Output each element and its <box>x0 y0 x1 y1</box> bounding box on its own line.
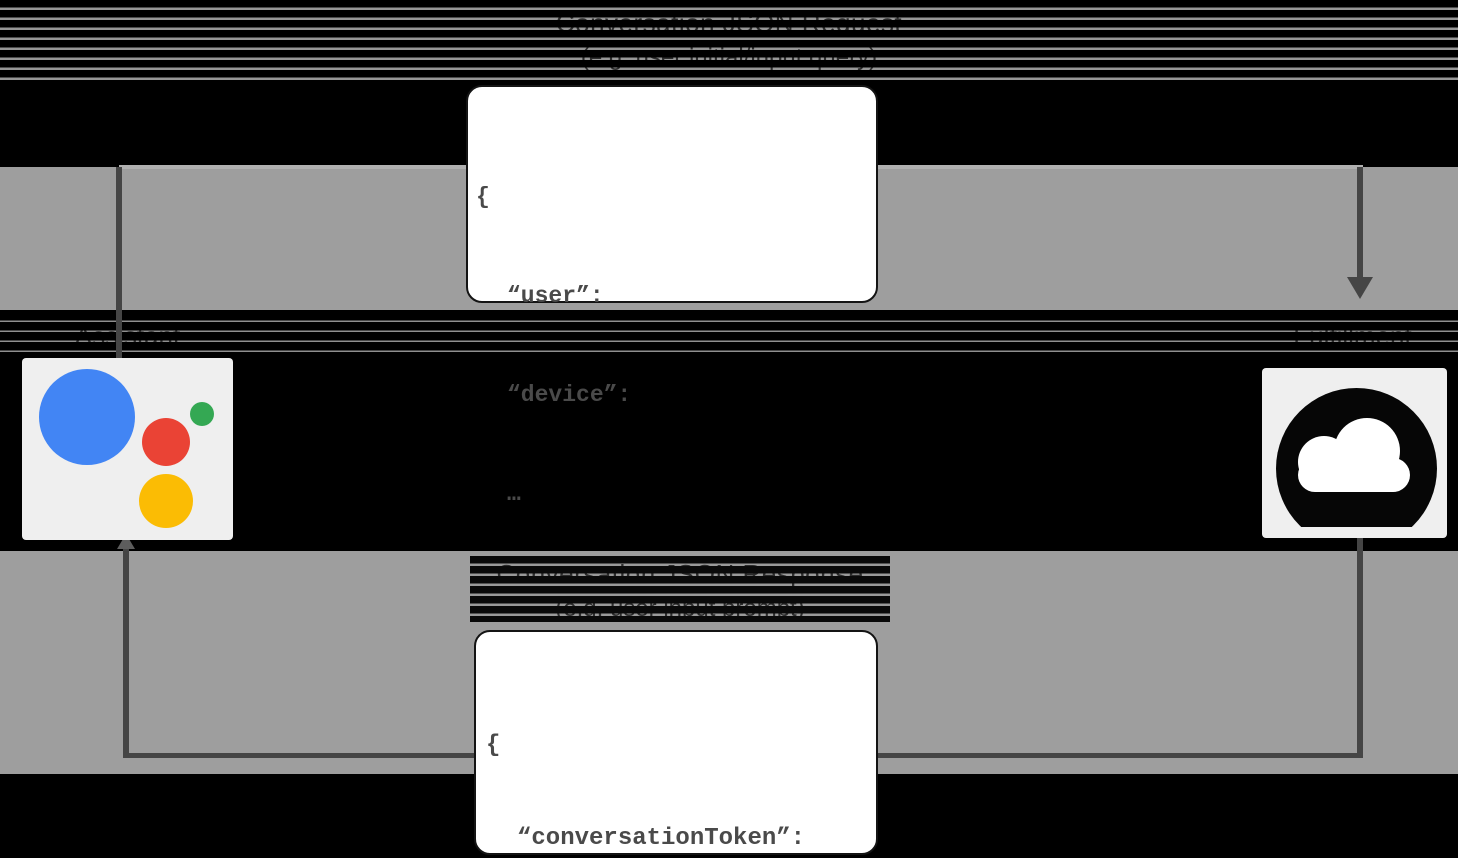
response-title: Conversation JSON Response (e.g. user in… <box>470 556 890 622</box>
request-title-band: Conversation JSON Request (e.g. user ini… <box>0 0 1458 80</box>
assistant-logo-tile <box>22 358 233 540</box>
json-line: … <box>507 481 521 507</box>
request-title: Conversation JSON Request (e.g. user ini… <box>0 8 1458 72</box>
request-json-box: { “user”: “device”: … } <box>466 85 878 606</box>
json-line: “device”: <box>507 382 632 408</box>
assistant-logo-red-circle-icon <box>142 418 190 466</box>
assistant-label: Assistant <box>74 321 181 351</box>
response-subtitle-text: (e.g. user input prompt) <box>555 595 805 622</box>
assistant-logo-green-circle-icon <box>190 402 214 426</box>
request-arrow-left-vertical-line <box>116 167 122 360</box>
json-line: “conversationToken”: <box>517 825 806 852</box>
json-line: “user”: <box>507 283 604 309</box>
cloud-icon <box>1276 388 1437 527</box>
response-json-box: { “conversationToken”: “userStorage”: … … <box>474 630 878 855</box>
fulfillment-tile <box>1262 368 1447 538</box>
response-arrow-right-vertical-line <box>1357 537 1363 758</box>
fulfillment-label: Fulfillment <box>1293 321 1412 351</box>
request-arrow-right-vertical-line <box>1357 167 1363 277</box>
request-arrowhead-icon <box>1347 277 1373 299</box>
request-title-text: Conversation JSON Request <box>555 8 903 38</box>
request-subtitle-text: (e.g. user initial/input query) <box>580 44 878 71</box>
response-arrow-left-vertical-line <box>123 549 129 757</box>
cloud-icon-base <box>1298 458 1410 492</box>
response-title-text: Conversation JSON Response <box>496 559 864 589</box>
json-line: { <box>486 732 501 759</box>
json-line: { <box>476 184 490 210</box>
assistant-logo-yellow-circle-icon <box>139 474 193 528</box>
assistant-logo-blue-circle-icon <box>39 369 135 465</box>
